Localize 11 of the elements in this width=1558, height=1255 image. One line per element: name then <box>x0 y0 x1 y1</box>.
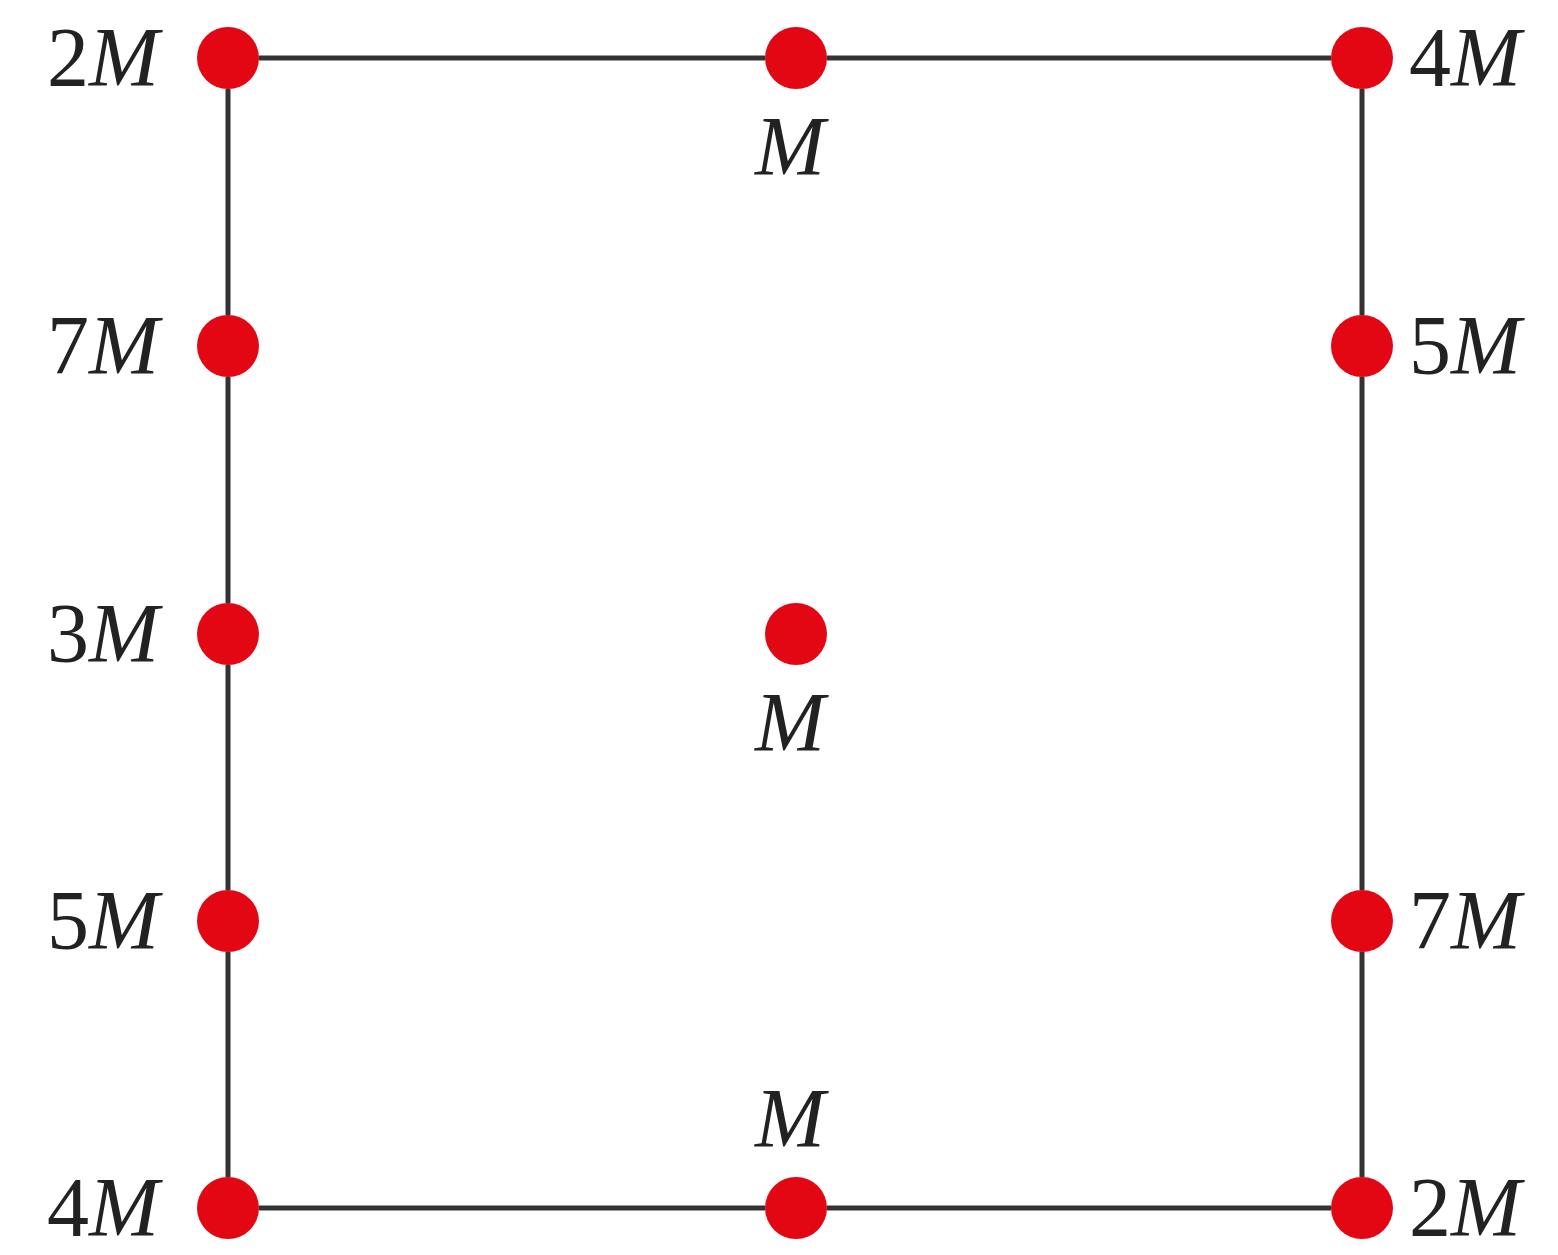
rod-line <box>1359 377 1365 890</box>
rod-line <box>225 377 231 603</box>
rod-line <box>1359 89 1365 315</box>
rod-line <box>827 55 1331 61</box>
rod-line <box>225 952 231 1177</box>
rod-line <box>259 1205 765 1211</box>
rod-line <box>259 55 765 61</box>
rod-line <box>225 89 231 315</box>
rod-line <box>827 1205 1331 1211</box>
rod-line <box>1359 952 1365 1177</box>
rod-line <box>225 665 231 890</box>
